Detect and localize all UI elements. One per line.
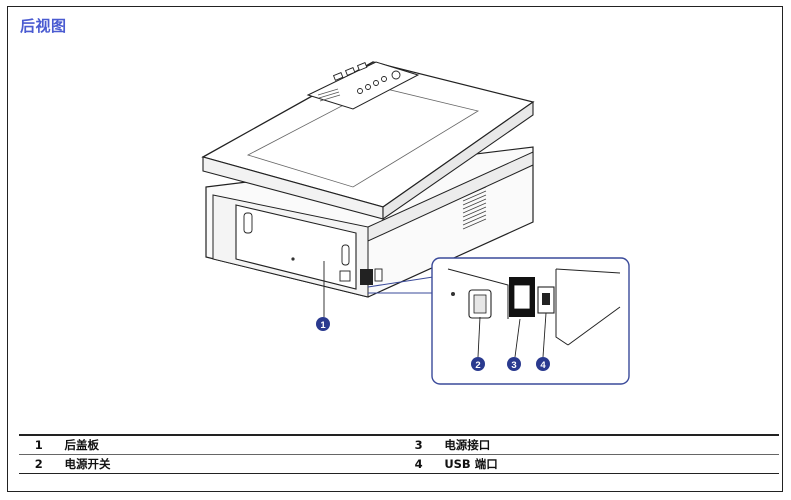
scanner-lid-side-edge [382, 100, 534, 221]
zoom-inset [431, 257, 630, 385]
body-usb-port [374, 268, 383, 282]
inset-power-socket-pins [513, 284, 531, 310]
callout-3-leader [514, 318, 521, 358]
legend-label: 电源接口 [444, 438, 491, 452]
legend-number: 3 [414, 438, 423, 452]
rear-cover-handle [243, 212, 253, 234]
scanner-glass-outline [246, 86, 480, 188]
callout-2-leader [477, 316, 481, 358]
inset-usb-port-socket [542, 293, 550, 305]
legend-number: 1 [34, 438, 43, 452]
zoom-leader-line-2 [367, 276, 434, 288]
parts-legend-table: 1 后盖板 3 电源接口 2 电源开关 4 USB 端口 [19, 434, 779, 474]
callout-4-number: 4 [540, 360, 546, 371]
legend-number: 4 [414, 457, 423, 471]
inset-screw [451, 292, 455, 296]
legend-row: 1 后盖板 3 电源接口 [19, 435, 779, 455]
callout-2-number: 2 [475, 360, 480, 371]
inset-power-switch-rocker [473, 294, 487, 314]
callout-4: 4 [536, 357, 550, 371]
inset-body-outline [447, 268, 621, 346]
legend-label: 电源开关 [64, 457, 111, 471]
rear-cover-panel [235, 204, 357, 290]
legend-label: 后盖板 [64, 438, 99, 452]
printer-mid-strip [367, 151, 534, 242]
legend-row: 2 电源开关 4 USB 端口 [19, 454, 779, 474]
body-power-socket [360, 269, 373, 285]
page-frame: 后视图 [7, 6, 783, 492]
callout-1-number: 1 [320, 320, 326, 331]
callout-3: 3 [507, 357, 521, 371]
rear-screw [291, 257, 295, 261]
section-title: 后视图 [20, 17, 67, 35]
callout-4-leader [542, 312, 547, 358]
callout-3-number: 3 [511, 360, 516, 371]
callout-1: 1 [316, 317, 330, 331]
control-buttons [332, 62, 401, 94]
printer-rear-view-illustration: 1 2 3 4 [201, 61, 630, 385]
body-power-switch [339, 270, 351, 282]
legend-label: USB 端口 [444, 457, 498, 471]
callout-2: 2 [471, 357, 485, 371]
side-vents [462, 186, 487, 230]
legend-number: 2 [34, 457, 43, 471]
rear-cover-latch [341, 244, 350, 266]
speaker-grille [317, 88, 341, 102]
